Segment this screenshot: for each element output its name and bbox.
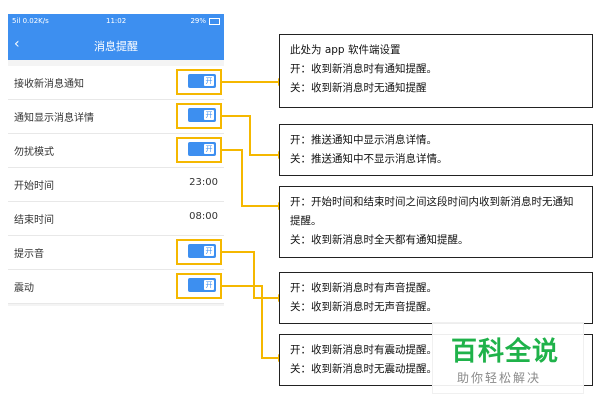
- sound-toggle[interactable]: 开: [188, 244, 216, 258]
- status-bar: 5il 0.02K/s 11:02 29%: [8, 14, 224, 30]
- page-title: 消息提醒: [94, 40, 138, 53]
- note-sound: 开：收到新消息时有声音提醒。 关：收到新消息时无声音提醒。: [279, 272, 593, 324]
- connector-2: [222, 115, 278, 156]
- setting-label: 通知显示消息详情: [14, 113, 94, 124]
- signal-status: 5il 0.02K/s: [12, 17, 49, 25]
- connector-3: [222, 149, 278, 207]
- nav-bar: ‹ 消息提醒: [8, 30, 224, 60]
- setting-label: 震动: [14, 283, 34, 294]
- do-not-disturb-toggle[interactable]: 开: [188, 142, 216, 156]
- note-line: 关：收到新消息时无震动提醒。: [290, 363, 437, 375]
- clock: 11:02: [106, 17, 127, 25]
- toggle-knob: 开: [204, 110, 214, 120]
- setting-label: 开始时间: [14, 181, 54, 192]
- note-do-not-disturb: 开：开始时间和结束时间之间这段时间内收到新消息时无通知提醒。 关：收到新消息时全…: [279, 186, 593, 258]
- toggle-knob: 开: [204, 76, 214, 86]
- receive-notification-toggle[interactable]: 开: [188, 74, 216, 88]
- note-line: 开：开始时间和结束时间之间这段时间内收到新消息时无通知提醒。: [290, 196, 574, 227]
- toggle-knob: 开: [204, 246, 214, 256]
- end-time-value: 08:00: [189, 211, 218, 222]
- note-line: 开：收到新消息时有震动提醒。: [290, 344, 437, 356]
- note-line: 关：收到新消息时全天都有通知提醒。: [290, 234, 469, 246]
- setting-show-details[interactable]: 通知显示消息详情 开: [8, 100, 224, 134]
- note-line: 开：收到新消息时有通知提醒。: [290, 63, 437, 75]
- highlight-vibrate-toggle: [176, 273, 222, 299]
- setting-end-time[interactable]: 结束时间 08:00: [8, 202, 224, 236]
- note-line: 此处为 app 软件端设置: [290, 44, 401, 56]
- note-line: 关：收到新消息时无通知提醒: [290, 82, 427, 94]
- highlight-details-toggle: [176, 103, 222, 129]
- start-time-value: 23:00: [189, 177, 218, 188]
- watermark: 百科全说 助你轻松解决: [432, 322, 584, 394]
- note-show-details: 开：推送通知中显示消息详情。 关：推送通知中不显示消息详情。: [279, 124, 593, 176]
- note-line: 开：推送通知中显示消息详情。: [290, 134, 437, 146]
- watermark-title: 百科全说: [451, 337, 560, 367]
- vibrate-toggle[interactable]: 开: [188, 278, 216, 292]
- highlight-sound-toggle: [176, 239, 222, 265]
- highlight-receive-toggle: [176, 69, 222, 95]
- note-receive-notification: 此处为 app 软件端设置 开：收到新消息时有通知提醒。 关：收到新消息时无通知…: [279, 34, 593, 108]
- watermark-subtitle: 助你轻松解决: [457, 371, 542, 385]
- toggle-knob: 开: [204, 144, 214, 154]
- connector-4: [222, 251, 278, 299]
- highlight-dnd-toggle: [176, 137, 222, 163]
- setting-label: 接收新消息通知: [14, 79, 84, 90]
- setting-label: 结束时间: [14, 215, 54, 226]
- setting-label: 勿扰模式: [14, 147, 54, 158]
- battery-icon: [209, 18, 220, 25]
- battery-level: 29%: [190, 17, 206, 25]
- setting-label: 提示音: [14, 249, 44, 260]
- toggle-knob: 开: [204, 280, 214, 290]
- setting-start-time[interactable]: 开始时间 23:00: [8, 168, 224, 202]
- note-line: 关：收到新消息时无声音提醒。: [290, 301, 437, 313]
- note-line: 关：推送通知中不显示消息详情。: [290, 153, 448, 165]
- show-details-toggle[interactable]: 开: [188, 108, 216, 122]
- connector-5: [222, 285, 278, 359]
- note-line: 开：收到新消息时有声音提醒。: [290, 282, 437, 294]
- back-arrow-icon[interactable]: ‹: [14, 36, 20, 52]
